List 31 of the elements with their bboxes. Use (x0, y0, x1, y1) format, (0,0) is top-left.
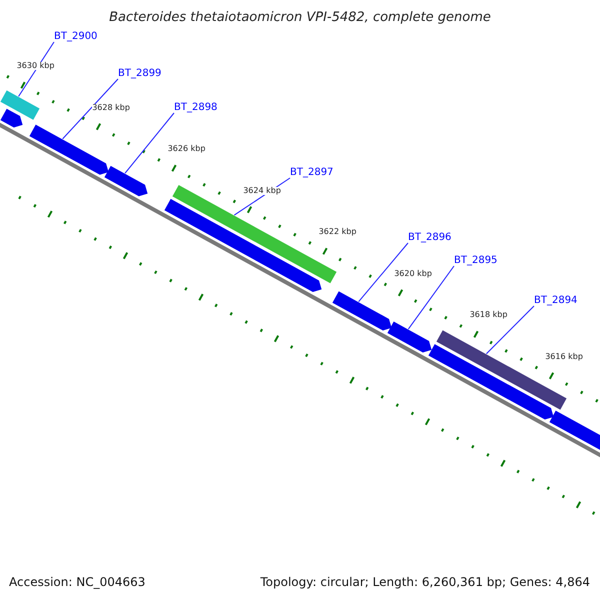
scale-label: 3630 kbp (16, 62, 54, 70)
leader-line (408, 266, 454, 330)
title: Bacteroides thetaiotaomicron VPI-5482, complete genome (108, 11, 492, 24)
gene-feature (0, 108, 23, 128)
gene-label: BT_2899 (118, 69, 162, 79)
leader-line (62, 78, 118, 140)
scale-label: 3628 kbp (92, 104, 130, 112)
footer-text: Topology: circular; Length: 6,260,361 bp; Genes: 4,864 (260, 576, 590, 588)
leader-line (486, 306, 534, 354)
gene-label: BT_2896 (408, 233, 452, 243)
gene-label: BT_2897 (290, 168, 334, 178)
gene-feature (387, 322, 432, 352)
gene-feature (0, 90, 40, 120)
scale-label: 3626 kbp (168, 145, 206, 154)
footer-text: Accession: NC_004663 (9, 576, 146, 588)
leader-line (124, 112, 174, 174)
gene-feature (436, 330, 567, 410)
gene-label: BT_2895 (454, 256, 498, 266)
gene-feature (29, 124, 109, 175)
scale-label: 3624 kbp (243, 186, 281, 195)
gene-label: BT_2898 (174, 103, 218, 113)
gene-label: BT_2894 (534, 296, 578, 306)
leader-line (358, 242, 408, 302)
scale-label: 3616 kbp (545, 352, 583, 361)
scale-label: 3620 kbp (394, 270, 432, 278)
gene-feature (172, 185, 337, 284)
scale-label: 3622 kbp (318, 228, 356, 236)
gene-feature (104, 166, 148, 196)
gene-label: BT_2900 (54, 32, 98, 42)
scale-label: 3618 kbp (470, 311, 508, 320)
gene-feature (332, 291, 392, 330)
